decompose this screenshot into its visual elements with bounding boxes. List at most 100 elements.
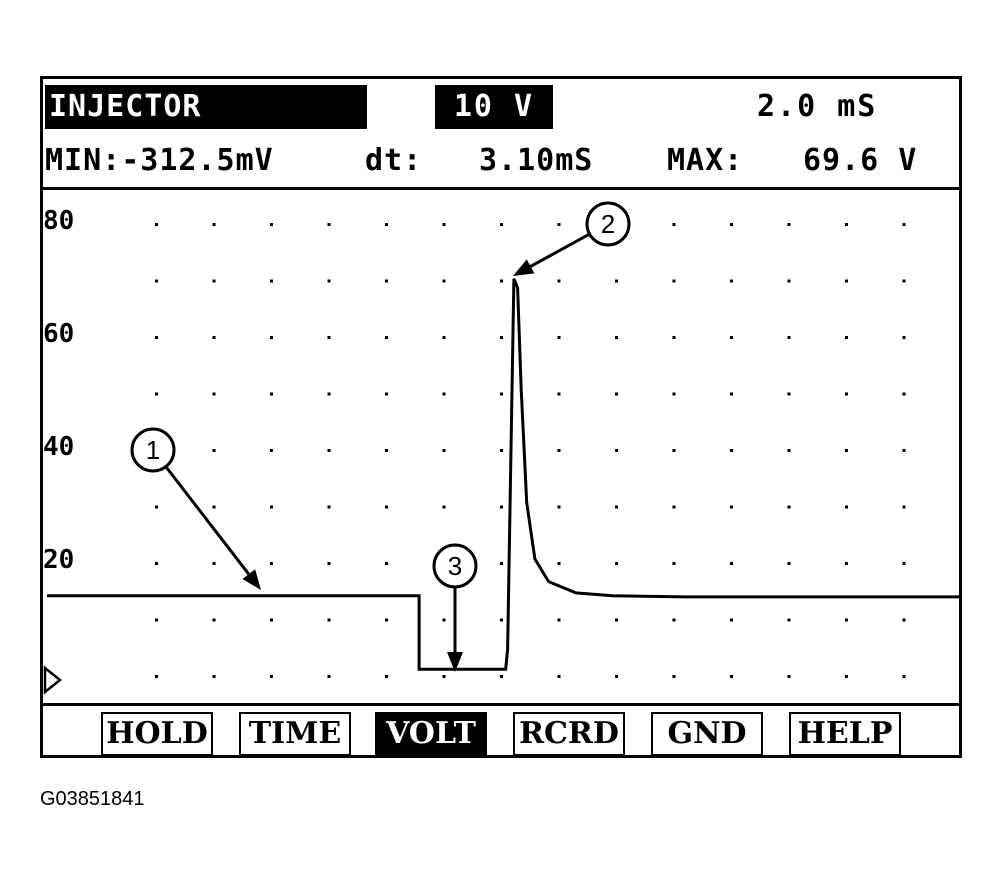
grid-dot xyxy=(845,618,848,622)
grid-dot xyxy=(155,279,158,283)
voltage-range: 10 V xyxy=(435,85,553,129)
rcrd-softkey[interactable]: RCRD xyxy=(513,712,625,756)
grid-dot xyxy=(212,279,216,283)
grid-dot xyxy=(212,505,216,509)
grid-dot xyxy=(500,392,503,396)
grid-dot xyxy=(902,392,906,396)
grid-dot xyxy=(500,562,503,565)
grid-dot xyxy=(442,223,446,226)
grid-dot xyxy=(385,505,388,509)
grid-dot xyxy=(902,449,906,452)
grid-dot xyxy=(902,562,906,565)
grid-dot xyxy=(500,449,503,452)
y-tick-label: 20 xyxy=(43,545,74,575)
callout-number: 2 xyxy=(601,209,615,239)
grid-dot xyxy=(327,675,331,678)
grid-dot xyxy=(442,336,446,339)
grid-dot xyxy=(557,392,561,396)
grid-dot xyxy=(730,505,733,509)
callout-number: 1 xyxy=(146,435,160,465)
grid-dot xyxy=(902,279,906,283)
help-softkey[interactable]: HELP xyxy=(789,712,901,756)
grid-dot xyxy=(557,618,561,622)
grid-dot xyxy=(212,392,216,396)
timebase-value: 2.0 mS xyxy=(757,89,878,124)
grid-dot xyxy=(385,392,388,396)
grid-dot xyxy=(845,392,848,396)
grid-dot xyxy=(212,675,216,678)
figure-id: G03851841 xyxy=(40,788,145,810)
grid-dot xyxy=(730,279,733,283)
grid-dot xyxy=(787,223,791,226)
grid-dot xyxy=(442,675,446,678)
grid-dot xyxy=(615,449,618,452)
time-softkey[interactable]: TIME xyxy=(239,712,351,756)
grid-dot xyxy=(327,449,331,452)
y-tick-label: 60 xyxy=(43,319,74,349)
hold-softkey[interactable]: HOLD xyxy=(101,712,213,756)
grid-dot xyxy=(730,449,733,452)
grid-dot xyxy=(557,449,561,452)
grid-dot xyxy=(615,279,618,283)
grid-dot xyxy=(270,223,273,226)
grid-dot xyxy=(270,449,273,452)
callout-circle xyxy=(130,427,176,473)
grid-dot xyxy=(672,392,676,396)
grid-dot xyxy=(672,675,676,678)
grid-dot xyxy=(212,223,216,226)
grid-dot xyxy=(787,336,791,339)
grid-dot xyxy=(672,449,676,452)
dt-value: 3.10mS xyxy=(479,143,594,178)
grid-dot xyxy=(327,279,331,283)
callout-circle xyxy=(432,543,478,589)
header-row-readings: MIN:-312.5mV dt: 3.10mS MAX: 69.6 V xyxy=(43,137,959,185)
grid-dot xyxy=(557,562,561,565)
grid-dot xyxy=(902,336,906,339)
grid-dot xyxy=(442,505,446,509)
grid-dot xyxy=(730,618,733,622)
callouts: 123 xyxy=(130,201,631,672)
grid-dot xyxy=(845,223,848,226)
grid-dot xyxy=(327,618,331,622)
grid-dot xyxy=(155,336,158,339)
grid-dot xyxy=(557,505,561,509)
header-row-primary: INJECTOR 10 V 2.0 mS xyxy=(43,79,959,135)
grid-dot xyxy=(615,675,618,678)
grid-dot xyxy=(557,336,561,339)
volt-softkey[interactable]: VOLT xyxy=(375,712,487,756)
grid-dot xyxy=(615,336,618,339)
grid-dot xyxy=(845,562,848,565)
grid-dot xyxy=(787,675,791,678)
grid-dot xyxy=(327,562,331,565)
callout-arrowhead xyxy=(513,259,535,276)
grid-dot xyxy=(327,505,331,509)
grid-dot xyxy=(327,392,331,396)
grid-dot xyxy=(500,223,503,226)
grid-dot xyxy=(730,392,733,396)
grid-dot xyxy=(902,618,906,622)
grid-dot xyxy=(787,392,791,396)
grid-dot xyxy=(787,505,791,509)
grid-dot xyxy=(270,279,273,283)
grid-dot xyxy=(730,675,733,678)
grid-dot xyxy=(212,618,216,622)
grid-dot xyxy=(155,223,158,226)
gnd-softkey[interactable]: GND xyxy=(651,712,763,756)
grid-dot xyxy=(155,392,158,396)
grid-dot xyxy=(730,562,733,565)
grid-dot xyxy=(615,505,618,509)
grid-dot xyxy=(672,562,676,565)
grid-dot xyxy=(615,392,618,396)
min-reading: MIN:-312.5mV xyxy=(45,143,274,178)
grid-dot xyxy=(902,223,906,226)
plot-grid xyxy=(155,223,906,678)
grid-dot xyxy=(672,505,676,509)
grid-dot xyxy=(212,449,216,452)
grid-dot xyxy=(845,675,848,678)
injector-waveform-trace xyxy=(47,278,959,671)
grid-dot xyxy=(327,336,331,339)
callout-arrowhead xyxy=(447,652,463,672)
measurement-title: INJECTOR xyxy=(45,85,367,129)
grid-dot xyxy=(845,336,848,339)
